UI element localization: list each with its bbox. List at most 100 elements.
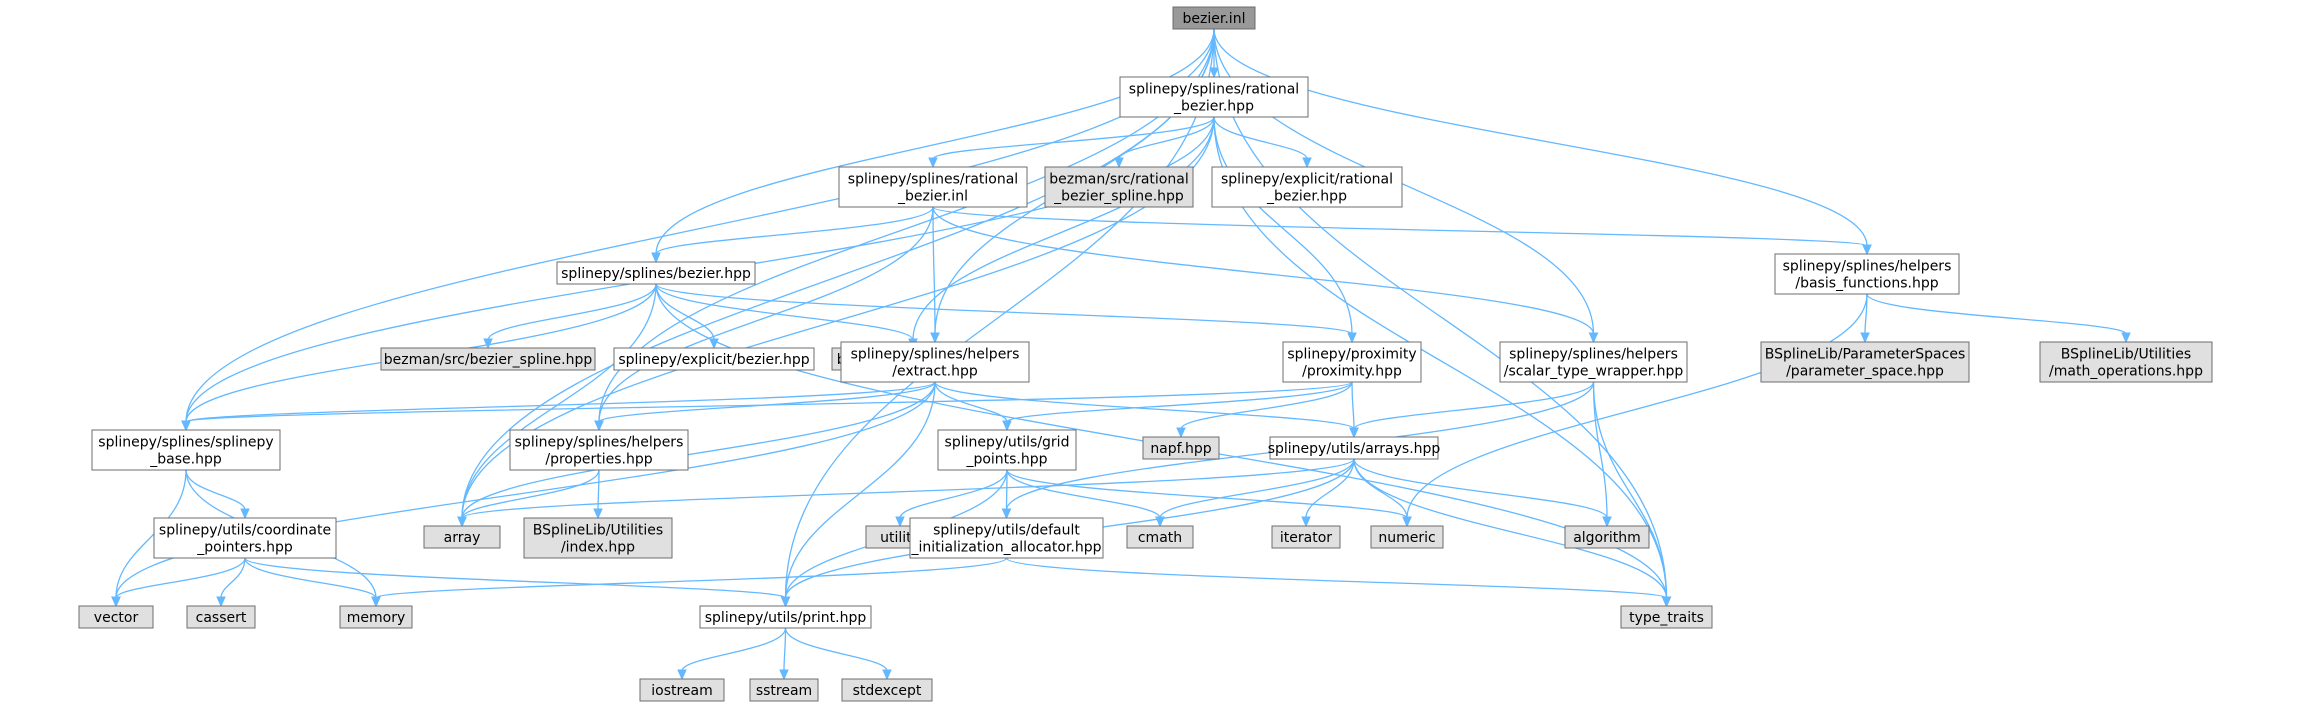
edge-arrowhead <box>240 508 250 520</box>
edge-arrowhead <box>593 508 603 520</box>
node-label: splinepy/utils/grid <box>945 435 1070 451</box>
node-arrays[interactable]: splinepy/utils/arrays.hpp <box>1268 436 1441 460</box>
dependency-edge-proximity-to-napf <box>1176 381 1353 439</box>
node-label: BSplineLib/ParameterSpaces <box>1765 347 1965 363</box>
dependency-edge-rational_bezier_hpp-to-rational_bezier_inl <box>928 116 1215 169</box>
dependency-edge-scalar_type_wrapper-to-arrays <box>1349 381 1595 439</box>
edge-arrowhead <box>895 516 905 528</box>
node-basis-functions[interactable]: splinepy/splines/helpers/basis_functions… <box>1774 253 1960 295</box>
node-label: /math_operations.hpp <box>2049 364 2203 380</box>
node-box <box>186 605 256 629</box>
node-scalar-type-wrapper[interactable]: splinepy/splines/helpers/scalar_type_wra… <box>1499 341 1688 383</box>
dependency-edge-proximity-to-grid_points <box>1002 381 1353 432</box>
dependency-edge-coordinate_pointers-to-print <box>244 557 791 608</box>
node-label: cassert <box>196 610 247 626</box>
node-label: /parameter_space.hpp <box>1786 364 1944 380</box>
node-label: bezman/src/bezier_spline.hpp <box>384 352 593 368</box>
node-bezman-bezier-spline: bezman/src/bezier_spline.hpp <box>380 347 596 371</box>
node-bezier-hpp[interactable]: splinepy/splines/bezier.hpp <box>556 261 756 285</box>
edge-arrowhead <box>930 332 940 344</box>
edge-arrowhead <box>1402 516 1412 528</box>
edge-arrowhead <box>1209 67 1219 79</box>
dependency-edge-basis_functions-to-numeric <box>1402 293 1868 528</box>
node-label: splinepy/splines/rational <box>1129 82 1299 98</box>
node-rational-bezier-inl[interactable]: splinepy/splines/rational_bezier.inl <box>838 166 1028 208</box>
dependency-edge-print-to-sstream <box>779 627 789 681</box>
edge-arrowhead <box>1176 427 1186 439</box>
node-bspl-math-ops: BSplineLib/Utilities/math_operations.hpp <box>2039 341 2213 383</box>
node-type-traits: type_traits <box>1620 605 1713 629</box>
node-label: _bezier.inl <box>897 189 968 205</box>
node-label: splinepy/splines/helpers <box>515 435 684 451</box>
node-label: /basis_functions.hpp <box>1795 276 1938 292</box>
node-label: vector <box>94 610 139 626</box>
node-box <box>639 678 725 702</box>
dependency-edge-print-to-iostream <box>677 627 787 681</box>
node-box <box>841 678 933 702</box>
node-label: /extract.hpp <box>892 364 978 380</box>
node-label: /scalar_type_wrapper.hpp <box>1504 364 1684 380</box>
node-box <box>1760 341 1970 383</box>
node-label: BSplineLib/Utilities <box>2061 347 2191 363</box>
dependency-edge-default_alloc-to-type_traits <box>1005 557 1672 608</box>
node-explicit-bezier[interactable]: splinepy/explicit/bezier.hpp <box>613 347 815 371</box>
edge-arrowhead <box>779 669 789 681</box>
node-extract[interactable]: splinepy/splines/helpers/extract.hpp <box>840 341 1030 383</box>
dependency-edge-bezier_hpp-to-bezman_bezier_spline <box>483 283 657 350</box>
edge-arrowhead <box>181 420 191 432</box>
edge-arrowhead <box>1860 332 1870 344</box>
node-splinepy-base[interactable]: splinepy/splines/splinepy_base.hpp <box>91 429 281 471</box>
node-iterator: iterator <box>1271 525 1341 549</box>
node-label: bezman/src/rational <box>1049 172 1188 188</box>
edge-arrowhead <box>2121 332 2131 344</box>
node-box <box>1271 525 1341 549</box>
node-box <box>1564 525 1650 549</box>
dependency-edge-arrays-to-array <box>457 458 1355 528</box>
node-label: splinepy/splines/helpers <box>1783 259 1952 275</box>
node-bezier-inl[interactable]: bezier.inl <box>1172 6 1256 30</box>
dependency-edge-rational_bezier_hpp-to-proximity <box>1213 116 1357 344</box>
edge-arrowhead <box>111 596 121 608</box>
node-explicit-rational[interactable]: splinepy/explicit/rational_bezier.hpp <box>1211 166 1403 208</box>
node-label: algorithm <box>1573 530 1641 546</box>
node-box <box>1499 341 1688 383</box>
node-proximity[interactable]: splinepy/proximity/proximity.hpp <box>1282 341 1422 383</box>
node-label: splinepy/utils/default <box>933 523 1080 539</box>
node-label: splinepy/splines/rational <box>848 172 1018 188</box>
node-box <box>1142 436 1220 460</box>
node-properties[interactable]: splinepy/splines/helpers/properties.hpp <box>509 429 689 471</box>
node-label: splinepy/explicit/bezier.hpp <box>618 352 809 368</box>
node-box <box>838 166 1028 208</box>
node-label: _base.hpp <box>149 452 222 468</box>
node-grid-points[interactable]: splinepy/utils/grid_points.hpp <box>937 429 1077 471</box>
dependency-edge-bezier_hpp-to-proximity <box>655 283 1357 344</box>
dependency-edge-grid_points-to-utility <box>895 469 1008 528</box>
dependency-edge-arrays-to-numeric <box>1353 458 1412 528</box>
node-rational-bezier-hpp[interactable]: splinepy/splines/rational_bezier.hpp <box>1119 76 1309 118</box>
dependency-edge-extract-to-splinepy_base <box>181 381 936 432</box>
node-cmath: cmath <box>1126 525 1194 549</box>
dependency-edge-splinepy_base-to-coordinate_pointers <box>185 469 250 520</box>
node-box <box>91 429 281 471</box>
node-label: BSplineLib/Utilities <box>533 523 663 539</box>
node-layer: bezier.inlsplinepy/splines/rational_bezi… <box>78 6 2213 702</box>
node-box <box>909 517 1104 559</box>
node-label: iostream <box>651 683 713 699</box>
dependency-edge-basis_functions-to-bspl_math_ops <box>1866 293 2131 344</box>
node-box <box>523 517 673 559</box>
node-box <box>339 605 413 629</box>
node-default-alloc[interactable]: splinepy/utils/default_initialization_al… <box>909 517 1104 559</box>
node-numeric: numeric <box>1370 525 1444 549</box>
node-label: splinepy/utils/coordinate <box>159 523 331 539</box>
node-label: splinepy/splines/helpers <box>1509 347 1678 363</box>
dependency-edge-scalar_type_wrapper-to-type_traits <box>1592 381 1672 608</box>
node-box <box>1620 605 1713 629</box>
edge-arrowhead <box>677 669 687 681</box>
node-sstream: sstream <box>749 678 819 702</box>
node-print[interactable]: splinepy/utils/print.hpp <box>699 605 872 629</box>
node-coordinate-pointers[interactable]: splinepy/utils/coordinate_pointers.hpp <box>153 517 337 559</box>
dependency-edge-rational_bezier_inl-to-scalar_type_wrapper <box>932 206 1599 344</box>
node-label: /properties.hpp <box>545 452 652 468</box>
node-label: _bezier.hpp <box>1266 189 1347 205</box>
node-label: splinepy/utils/arrays.hpp <box>1268 441 1441 457</box>
